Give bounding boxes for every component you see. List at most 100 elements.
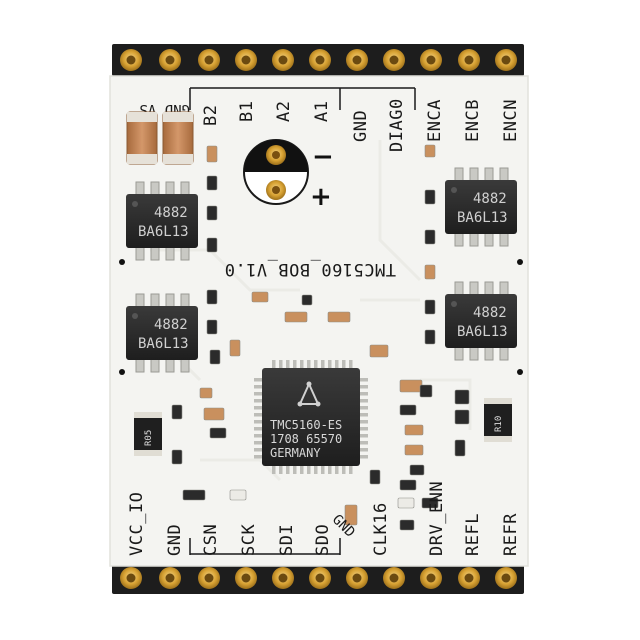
ic-pin	[335, 464, 339, 474]
mosfet-lead	[165, 181, 175, 197]
label-csn: CSN	[201, 524, 221, 556]
smd-part-14	[424, 229, 436, 245]
mosfet-lead	[499, 231, 509, 247]
mosfet-body-3	[445, 294, 517, 348]
label-gnd-top: GND	[351, 110, 371, 142]
board-dot-2	[517, 259, 523, 265]
ic-pin	[358, 455, 368, 459]
mosfet-pin1-dot	[451, 187, 457, 193]
smd-part-23	[404, 444, 424, 456]
ic-pin	[349, 360, 353, 370]
ic-pin	[321, 360, 325, 370]
header-hole-top-0	[126, 55, 136, 65]
header-hole-bottom-2	[204, 573, 214, 583]
ic-pin	[254, 455, 264, 459]
mosfet-marking-1: 4882	[154, 317, 188, 333]
header-hole-bottom-6	[352, 573, 362, 583]
label-refr: REFR	[501, 513, 521, 556]
mosfet-pin1-dot	[451, 301, 457, 307]
mosfet-lead	[469, 167, 479, 183]
mosfet-lead	[484, 281, 494, 297]
label-drv-enn: DRV_ENN	[427, 481, 447, 556]
ic-pin	[286, 464, 290, 474]
top-header-pads	[120, 49, 517, 71]
header-hole-top-10	[501, 55, 511, 65]
ic-pin	[342, 360, 346, 370]
header-hole-top-5	[315, 55, 325, 65]
header-hole-bottom-8	[426, 573, 436, 583]
polarity-plus: +	[310, 182, 332, 212]
mosfet-lead	[484, 345, 494, 361]
smd-part-7	[229, 339, 241, 357]
smd-part-16	[424, 299, 436, 315]
label-encb: ENCB	[463, 99, 483, 142]
smd-part-9	[284, 311, 308, 323]
header-hole-bottom-7	[389, 573, 399, 583]
mosfet-marking-2: BA6L13	[457, 324, 508, 340]
mosfet-pin1-dot	[132, 201, 138, 207]
pcb-traces	[148, 140, 472, 482]
label-encn: ENCN	[501, 99, 521, 142]
resistor-r05-label: R05	[144, 430, 154, 446]
ic-pin	[254, 420, 264, 424]
label-b1: B1	[237, 101, 257, 122]
shunt-resistor-left	[134, 412, 162, 456]
header-hole-bottom-9	[464, 573, 474, 583]
smd-part-0	[206, 145, 218, 163]
smd-part-15	[424, 264, 436, 280]
ic-pin	[272, 464, 276, 474]
label-sck: SCK	[239, 524, 259, 556]
ic-pin	[254, 448, 264, 452]
smd-part-19	[399, 379, 423, 393]
ic-pin	[358, 427, 368, 431]
smd-part-4	[206, 289, 218, 305]
mosfet-lead	[469, 231, 479, 247]
mosfet-lead	[454, 281, 464, 297]
mosfet-body-2	[445, 180, 517, 234]
ic-line3: GERMANY	[270, 446, 321, 460]
smd-part-39	[369, 469, 381, 485]
mosfet-lead	[180, 245, 190, 261]
header-hole-top-1	[165, 55, 175, 65]
smd-part-2	[206, 205, 218, 221]
ic-pin	[314, 360, 318, 370]
label-gnd-bottom: GND	[165, 524, 185, 556]
ic-pin	[300, 464, 304, 474]
board-dot-1	[119, 369, 125, 375]
mosfet-lead	[150, 357, 160, 373]
smd-components	[119, 144, 523, 531]
smd-part-27	[421, 497, 439, 509]
ic-pin	[342, 464, 346, 474]
label-a2: A2	[274, 101, 294, 122]
label-a1: A1	[312, 101, 332, 122]
smd-part-38	[344, 504, 358, 526]
mosfet-lead	[135, 293, 145, 309]
smd-part-30	[454, 439, 466, 457]
label-enca: ENCA	[425, 99, 445, 142]
smd-part-40	[399, 519, 415, 531]
mosfet-lead	[469, 345, 479, 361]
mosfet-lead	[454, 345, 464, 361]
mosfet-lead	[180, 181, 190, 197]
smd-part-21	[399, 404, 417, 416]
mosfet-marking-2: BA6L13	[138, 336, 189, 352]
mosfet-lead	[180, 357, 190, 373]
ic-pin	[328, 464, 332, 474]
header-hole-bottom-10	[501, 573, 511, 583]
header-hole-bottom-3	[241, 573, 251, 583]
smd-part-34	[203, 407, 225, 421]
label-clk16: CLK16	[371, 502, 391, 556]
ic-pin	[358, 392, 368, 396]
header-separators	[189, 87, 416, 555]
mosfet-lead	[499, 345, 509, 361]
header-hole-top-3	[241, 55, 251, 65]
ic-pin	[358, 399, 368, 403]
smd-part-18	[369, 344, 389, 358]
smd-part-31	[171, 404, 183, 420]
smd-part-6	[209, 349, 221, 365]
mosfet-body-0	[126, 194, 198, 248]
ic-pin	[254, 399, 264, 403]
smd-part-24	[409, 464, 425, 476]
ic-pin	[279, 360, 283, 370]
